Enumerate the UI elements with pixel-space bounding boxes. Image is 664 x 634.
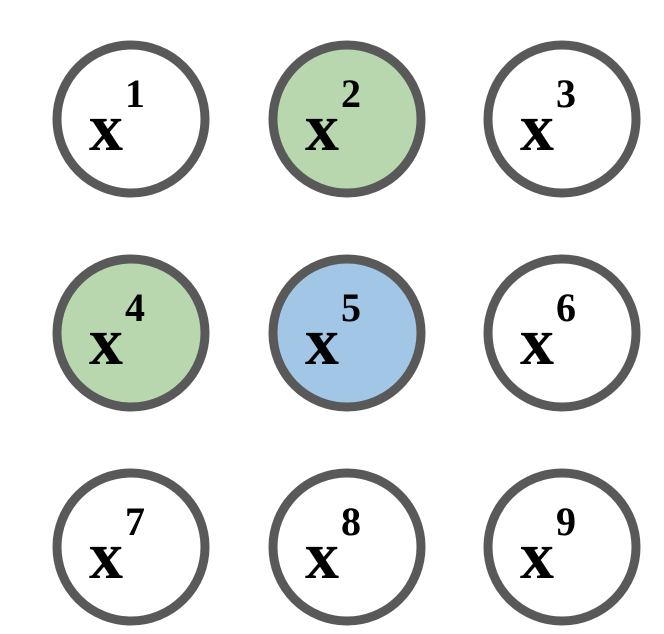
node-label-superscript: 1 xyxy=(125,71,145,116)
node-circle-x3 xyxy=(483,40,641,198)
node-label-superscript: 6 xyxy=(556,285,576,330)
node-circle-x6 xyxy=(483,254,641,412)
node-circle-x1 xyxy=(52,40,210,198)
node-circle-x4 xyxy=(52,254,210,412)
node-x3: x3 xyxy=(483,40,641,198)
node-label-superscript: 7 xyxy=(125,499,145,544)
node-label-x7: x7 xyxy=(89,499,145,593)
node-label-superscript: 3 xyxy=(556,71,576,116)
node-label-x9: x9 xyxy=(520,499,576,593)
node-label-superscript: 5 xyxy=(341,285,361,330)
node-label-base: x xyxy=(520,517,554,593)
node-label-base: x xyxy=(89,303,123,379)
node-label-base: x xyxy=(305,89,339,165)
node-x4: x4 xyxy=(52,254,210,412)
node-x2: x2 xyxy=(268,40,426,198)
node-label-base: x xyxy=(520,303,554,379)
node-label-base: x xyxy=(520,89,554,165)
node-circle-x7 xyxy=(52,468,210,626)
node-label-base: x xyxy=(305,517,339,593)
node-label-x1: x1 xyxy=(89,71,145,165)
node-x5: x5 xyxy=(268,254,426,412)
node-label-x4: x4 xyxy=(89,285,145,379)
node-label-x2: x2 xyxy=(305,71,361,165)
node-label-superscript: 8 xyxy=(341,499,361,544)
node-label-superscript: 4 xyxy=(125,285,145,330)
node-label-superscript: 2 xyxy=(341,71,361,116)
node-x1: x1 xyxy=(52,40,210,198)
node-label-x5: x5 xyxy=(305,285,361,379)
node-label-x6: x6 xyxy=(520,285,576,379)
node-x9: x9 xyxy=(483,468,641,626)
node-label-base: x xyxy=(89,517,123,593)
node-circle-x8 xyxy=(268,468,426,626)
node-label-base: x xyxy=(305,303,339,379)
node-circle-x2 xyxy=(268,40,426,198)
node-circle-x9 xyxy=(483,468,641,626)
node-circle-x5 xyxy=(268,254,426,412)
node-label-base: x xyxy=(89,89,123,165)
node-x8: x8 xyxy=(268,468,426,626)
node-label-x3: x3 xyxy=(520,71,576,165)
node-x7: x7 xyxy=(52,468,210,626)
node-x6: x6 xyxy=(483,254,641,412)
node-label-superscript: 9 xyxy=(556,499,576,544)
node-label-x8: x8 xyxy=(305,499,361,593)
